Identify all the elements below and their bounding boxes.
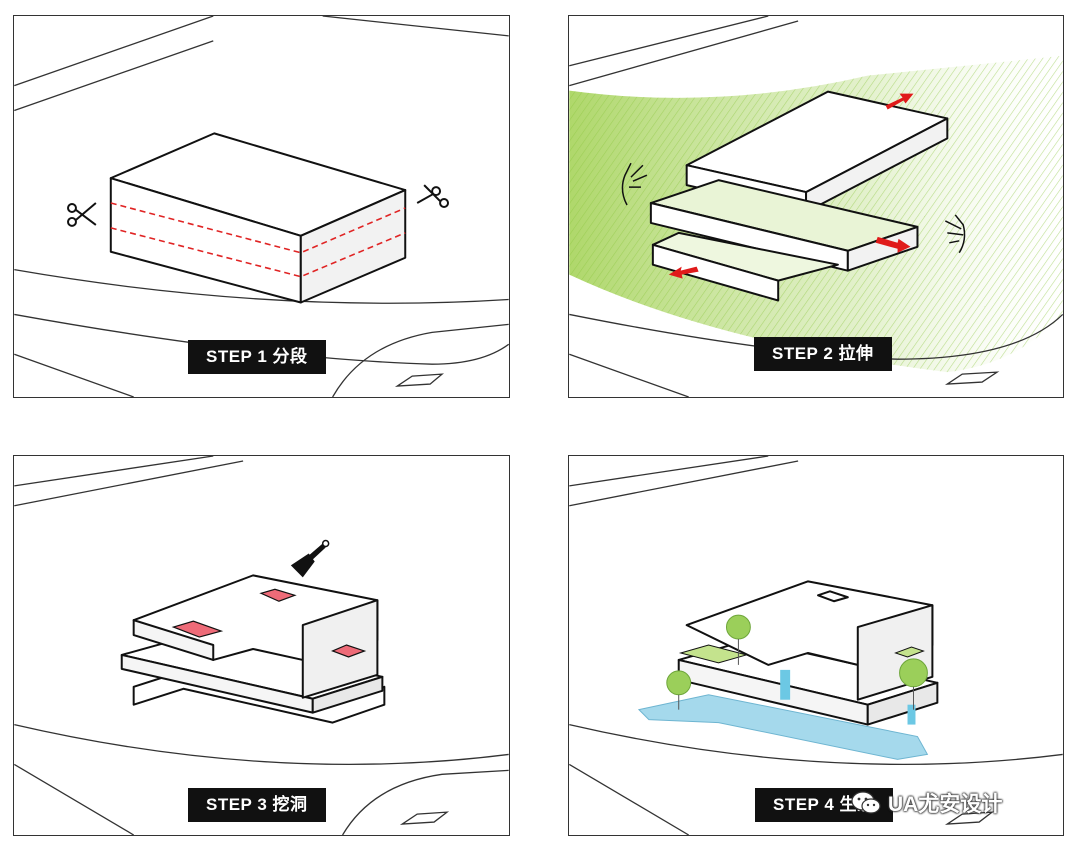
water bbox=[637, 694, 929, 760]
cut-lines bbox=[110, 202, 406, 278]
step3-diagram bbox=[14, 456, 509, 835]
panel-step-4: STEP 4 生态 bbox=[568, 455, 1064, 836]
shovel-icon bbox=[290, 539, 330, 578]
scissors-icon bbox=[67, 202, 97, 227]
scissors-icon bbox=[416, 184, 450, 208]
tree-icon bbox=[666, 670, 692, 710]
step4-diagram bbox=[569, 456, 1063, 835]
hole bbox=[171, 588, 367, 658]
step2-diagram bbox=[569, 16, 1063, 397]
wechat-icon bbox=[851, 791, 881, 814]
slab-middle bbox=[649, 179, 919, 272]
panel-step-3: STEP 3 挖洞 bbox=[13, 455, 510, 836]
arrow-icon bbox=[885, 93, 914, 110]
step-label: STEP 2 拉伸 bbox=[754, 337, 892, 371]
step1-diagram bbox=[14, 16, 509, 397]
watermark-text: UA尤安设计 bbox=[888, 793, 1003, 816]
tree-icon bbox=[725, 614, 751, 665]
arrow-icon bbox=[668, 266, 699, 279]
hand-icon bbox=[621, 162, 648, 206]
step-label: STEP 3 挖洞 bbox=[188, 788, 326, 822]
building-block bbox=[109, 132, 407, 304]
hand-icon bbox=[944, 214, 966, 254]
panel-step-2: STEP 2 拉伸 bbox=[568, 15, 1064, 398]
step-label: STEP 1 分段 bbox=[188, 340, 326, 374]
slab-bottom bbox=[651, 231, 839, 302]
building-stack bbox=[120, 574, 386, 724]
green-roof bbox=[678, 644, 925, 664]
panel-step-1: STEP 1 分段 bbox=[13, 15, 510, 398]
waterfall bbox=[780, 669, 916, 725]
tree-icon bbox=[899, 658, 928, 710]
arrow-icon bbox=[875, 236, 911, 253]
watermark: UA尤安设计 bbox=[850, 785, 1002, 821]
